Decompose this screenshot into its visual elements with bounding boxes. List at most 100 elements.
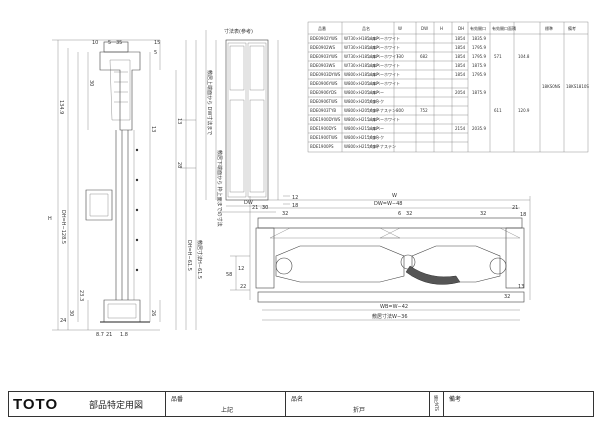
middle-dimension-labels: 13 28 DH=H−61.5 敷居寸法H−61.5 <box>176 118 203 279</box>
table-cell: シルバー <box>368 90 384 95</box>
table-cell: 1854 <box>455 45 466 50</box>
dim-label: 32 <box>480 211 486 217</box>
table-header: H <box>440 26 443 31</box>
vertical-note: 敷居下端面から 枠上面までの寸法 <box>216 150 223 227</box>
table-cell: 1835.9 <box>472 36 486 41</box>
dim-label: 30 <box>88 80 94 86</box>
table-cell: BDE0902WS <box>310 45 335 50</box>
table-cell: W800×H1854扉P <box>344 71 379 77</box>
table-cell: BDE1900DYS <box>310 126 337 131</box>
dim-label: W <box>392 193 397 199</box>
table-header: 有効開口 <box>470 25 486 31</box>
dim-label: 12 <box>292 195 298 201</box>
dim-label: 30 <box>262 205 268 211</box>
table-cell: 18KS0NS <box>542 84 561 89</box>
table-cell: 611 <box>494 108 502 113</box>
table-cell: 1854 <box>455 63 466 68</box>
table-cell: 1875.9 <box>472 90 486 95</box>
table-cell: 682 <box>420 54 428 59</box>
dim-label: 32 <box>282 211 288 217</box>
table-cell: BDE1900DYWS <box>310 117 341 122</box>
biko-label: 備考 <box>449 396 462 403</box>
table-cell: 2154 <box>455 126 466 131</box>
table-cell: BDE0906YWS <box>310 81 338 86</box>
table-cell: W800×H2154扉P <box>344 125 379 131</box>
table-cell: BDE1900TWS <box>310 135 338 140</box>
table-cell: プラチナステン <box>368 143 396 149</box>
table-cell: W800×H2154扉P <box>344 116 379 122</box>
table-cell: 752 <box>420 108 428 113</box>
table-header: DH <box>458 26 464 31</box>
spec-table <box>307 21 589 153</box>
left-dimension-labels: 10 5 35 15 5 134.9 H DH=H−128.5 24 30 8.… <box>48 40 160 338</box>
hinban-label: 品番 <box>171 396 184 403</box>
hinmei-value: 折戸 <box>353 407 366 414</box>
dim-label: DH=H−61.5 <box>186 240 192 271</box>
brand-logo: TOTO <box>13 396 59 413</box>
dim-label: DW=W−48 <box>374 201 402 207</box>
dim-label: 18 <box>520 212 526 218</box>
dim-label: 8.7 <box>96 332 104 338</box>
table-cell: W800×H2154扉P <box>344 134 379 140</box>
table-cell: 730 <box>396 54 404 59</box>
divider <box>429 392 430 416</box>
table-cell: W730×H1854扉P <box>344 62 379 68</box>
table-cell: シルバーホワイト <box>368 117 400 122</box>
table-cell: BDE0902YWS <box>310 36 338 41</box>
table-cell: BDE0903WS <box>310 63 335 68</box>
dim-label: 134.9 <box>58 100 64 114</box>
table-cell: 120.9 <box>518 108 530 113</box>
table-cell: W800×H2154扉P <box>344 143 379 149</box>
table-cell: 18KS1810S <box>566 84 589 89</box>
dim-label: 58 <box>226 272 232 278</box>
divider <box>165 392 166 416</box>
plan-dimension-labels: W DW=W−48 21 30 32 6 32 21 18 32 58 12 2… <box>226 193 526 320</box>
dim-label: 12 <box>238 266 244 272</box>
dim-label: 21 <box>252 205 258 211</box>
dim-label: 18 <box>292 203 298 209</box>
middle-section <box>175 40 197 330</box>
dim-label: 30 <box>68 310 74 316</box>
scale-label: 縮尺NTS <box>434 395 439 411</box>
dim-label: 32 <box>504 294 510 300</box>
table-cell: ブラック <box>368 134 384 140</box>
dim-label: 13 <box>150 126 156 132</box>
table-header: 品名 <box>362 25 370 31</box>
dim-label: 35 <box>116 40 122 46</box>
table-cell: BDE0903YWS <box>310 54 338 59</box>
dim-label: 28 <box>176 162 182 168</box>
dim-label: 23.3 <box>78 290 84 301</box>
vertical-section <box>52 39 161 331</box>
table-cell: 1795.9 <box>472 45 486 50</box>
dim-label: 22 <box>240 284 246 290</box>
table-cell: W800×H2054扉P <box>344 80 379 86</box>
divider <box>443 392 444 416</box>
table-header: 標準 <box>545 25 553 31</box>
table-cell: シルバーホワイト <box>368 63 400 68</box>
dim-label: 15 <box>154 40 160 46</box>
table-cell: BDE0903TYB <box>310 108 336 113</box>
dim-label: 21 <box>512 205 518 211</box>
table-cell: 571 <box>494 54 502 59</box>
table-cell: 800 <box>396 108 404 113</box>
table-cell: シルバーホワイト <box>368 81 400 86</box>
dim-label: H <box>48 216 52 222</box>
table-cell: BDE0903DYWS <box>310 72 341 77</box>
dim-label: 13 <box>176 118 182 124</box>
dw-label: DW <box>244 200 253 206</box>
table-cell: 1854 <box>455 36 466 41</box>
dim-label: 5 <box>108 40 111 46</box>
table-cell: W730×H1854扉P <box>344 35 379 41</box>
table-header: 品番 <box>318 25 326 31</box>
table-cell: シルバーホワイト <box>368 72 400 77</box>
dim-label: 敷居寸法W−36 <box>372 313 408 320</box>
table-header: 有効開口面積 <box>492 25 516 31</box>
dim-label: 21 <box>106 332 112 338</box>
dim-label: 13 <box>518 284 524 290</box>
table-cell: シルバーホワイト <box>368 45 400 50</box>
plan-section <box>230 196 531 321</box>
door-elevation <box>205 30 290 213</box>
table-header: W <box>398 26 402 31</box>
elevation-labels: 寸法表(参考) DW 敷居上端面から DW寸法まで 敷居下端面から 枠上面までの… <box>206 28 298 227</box>
